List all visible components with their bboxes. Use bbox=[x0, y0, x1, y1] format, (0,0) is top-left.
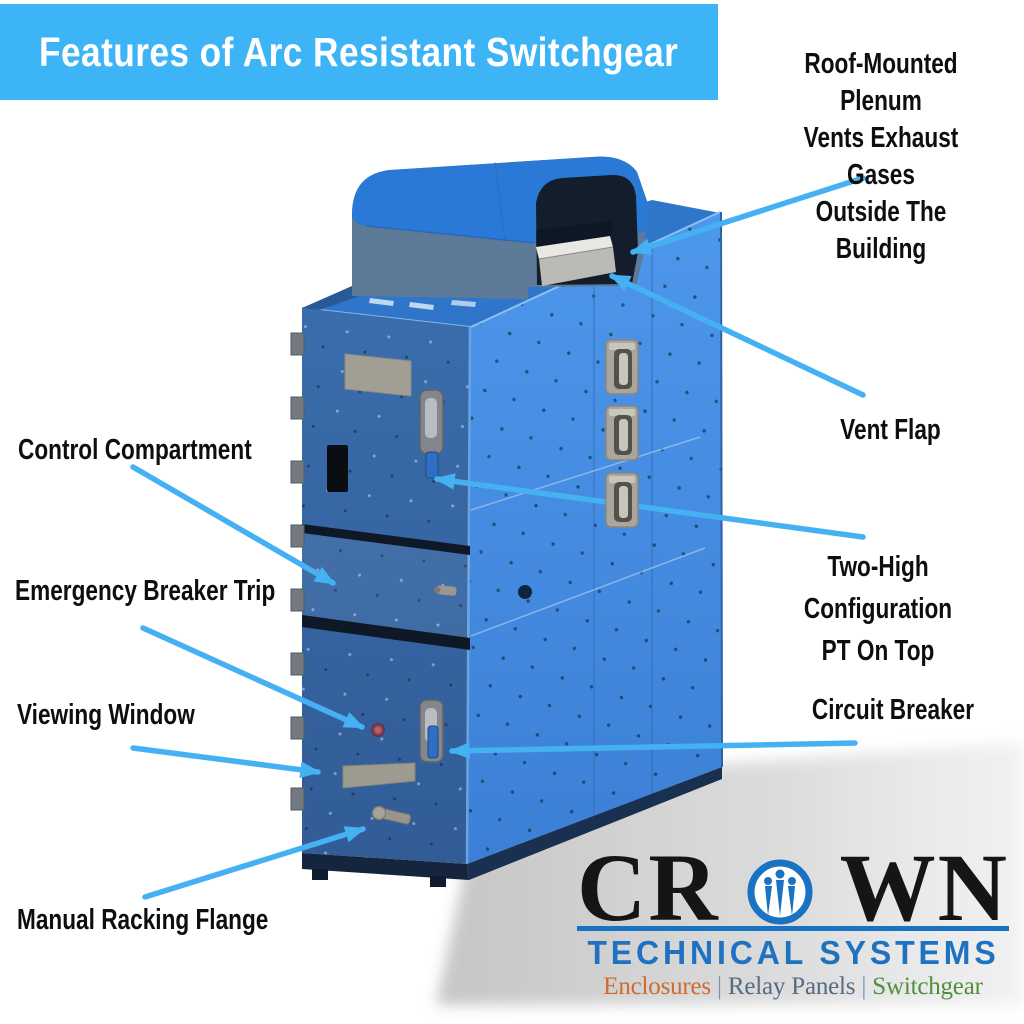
logo-letters-cr: CR bbox=[577, 834, 720, 941]
callout-arrow-two-high-configuration bbox=[433, 473, 866, 540]
side-latch bbox=[605, 472, 639, 528]
callout-arrow-circuit-breaker bbox=[448, 740, 858, 760]
control-door-latch bbox=[433, 585, 457, 596]
label-control-compartment: Control Compartment bbox=[18, 434, 252, 466]
callout-arrow-control-compartment bbox=[130, 464, 336, 586]
label-emergency-breaker-trip: Emergency Breaker Trip bbox=[15, 575, 276, 607]
side-panel-latches bbox=[605, 339, 639, 528]
roof-plenum-hood bbox=[352, 156, 648, 299]
tagline-separator: | bbox=[717, 973, 722, 1000]
switchgear-base bbox=[302, 767, 722, 887]
side-latch bbox=[605, 405, 639, 461]
label-roof-mounted-plenum: Roof-Mounted Plenum Vents Exhaust Gases … bbox=[803, 48, 959, 265]
tagline-relay-panels: Relay Panels bbox=[727, 973, 856, 1000]
company-logo: CR WN TECHNICAL SYSTEMS Enclosures | Rel… bbox=[577, 834, 1009, 1001]
viewing-window-plate bbox=[342, 762, 416, 789]
side-panel-hole bbox=[518, 585, 532, 599]
callout-arrow-vent-flap bbox=[609, 273, 866, 398]
tagline-separator: | bbox=[861, 973, 867, 1000]
label-circuit-breaker: Circuit Breaker bbox=[811, 694, 975, 726]
door-gap-upper bbox=[302, 524, 470, 555]
callout-arrow-viewing-window bbox=[130, 745, 322, 779]
tagline-switchgear: Switchgear bbox=[872, 973, 983, 1000]
label-vent-flap: Vent Flap bbox=[839, 414, 941, 446]
control-compartment-door bbox=[302, 533, 470, 638]
label-two-high-configuration: Two-High Configuration PT On Top bbox=[803, 551, 953, 667]
door-cutout bbox=[327, 445, 348, 492]
label-manual-racking-flange: Manual Racking Flange bbox=[17, 904, 269, 936]
top-step-face bbox=[302, 286, 357, 314]
emergency-trip-button bbox=[371, 723, 385, 737]
switchgear-side-panel bbox=[467, 211, 723, 864]
manual-racking-handle bbox=[371, 805, 412, 825]
logo-underline bbox=[577, 926, 1009, 931]
nameplate bbox=[344, 353, 412, 397]
door-hinges bbox=[290, 332, 305, 811]
callout-arrow-emergency-breaker-trip bbox=[140, 625, 365, 730]
floor-shadow bbox=[436, 742, 1024, 1005]
side-latch bbox=[605, 339, 639, 395]
page-title: Features of Arc Resistant Switchgear bbox=[39, 28, 679, 75]
crown-o-icon bbox=[747, 859, 813, 925]
logo-letters-wn: WN bbox=[839, 834, 1009, 941]
door-gap-lower bbox=[302, 615, 470, 650]
callout-arrow-roof-plenum bbox=[630, 175, 866, 255]
logo-subtitle: TECHNICAL SYSTEMS bbox=[586, 934, 1000, 971]
tagline-enclosures: Enclosures bbox=[603, 973, 711, 1000]
callout-arrow-manual-racking-flange bbox=[142, 826, 366, 900]
vent-flap-duct bbox=[536, 236, 616, 286]
logo-tagline: Enclosures | Relay Panels | Switchgear bbox=[577, 973, 1009, 1001]
logo-wordmark: CR WN bbox=[577, 834, 1009, 941]
circuit-breaker-handle bbox=[419, 699, 444, 763]
upper-door-handle bbox=[419, 389, 444, 479]
label-viewing-window: Viewing Window bbox=[17, 699, 195, 731]
title-banner: Features of Arc Resistant Switchgear bbox=[0, 4, 718, 100]
